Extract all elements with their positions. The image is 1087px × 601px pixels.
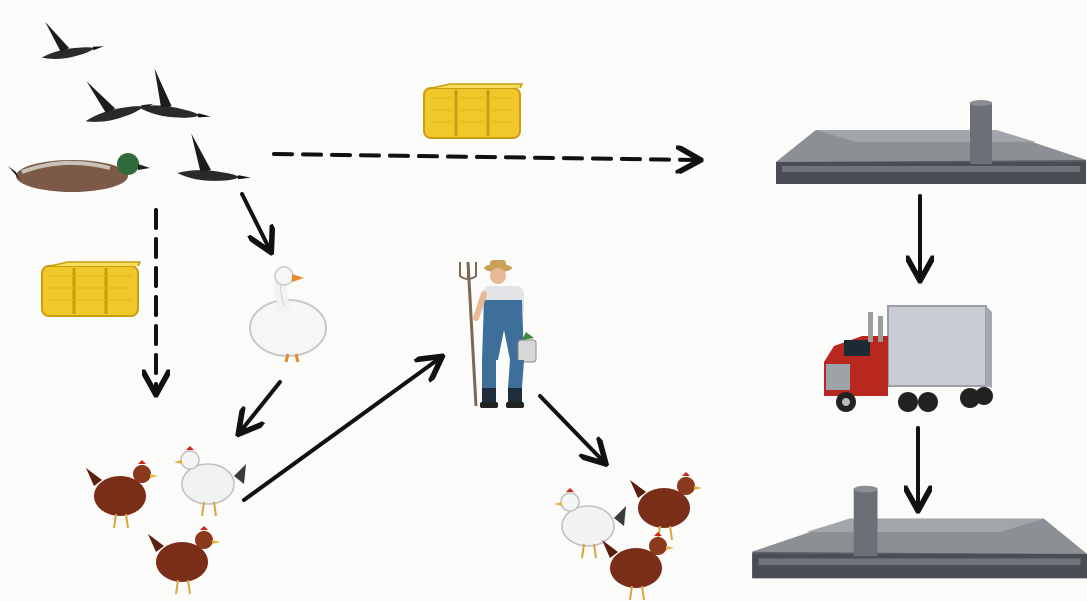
brown-hen-icon: [147, 525, 221, 595]
hay-bale-icon: [40, 260, 142, 318]
white-hen-icon: [173, 445, 247, 517]
white-goose-icon: [249, 266, 327, 363]
arrow-goose-to-backyard-chickens: [240, 380, 282, 432]
arrow-backyard-chickens-to-farmer: [242, 358, 440, 502]
white-hen-icon: [553, 487, 627, 559]
canada-goose-icon: [177, 133, 253, 183]
brown-hen-icon: [629, 471, 703, 541]
hay-bale-icon: [422, 82, 524, 140]
farmer-icon: [459, 260, 537, 408]
arrow-wild-birds-to-goose: [240, 192, 270, 250]
wild-birds-icon: [8, 11, 253, 192]
poultry-barn-icon: [776, 100, 1086, 184]
canada-goose-icon: [137, 67, 216, 122]
canada-goose-icon: [75, 65, 155, 128]
arrow-farmer-to-farm-chickens: [538, 394, 604, 462]
canada-goose-icon: [34, 11, 105, 64]
semi-truck-icon: [824, 305, 993, 412]
chicken-flock-icon: [553, 471, 703, 601]
chicken-flock-icon: [85, 445, 247, 595]
brown-hen-icon: [601, 531, 675, 601]
duck-icon: [8, 153, 150, 192]
arrow-wild-birds-to-poultry-house-top: [272, 154, 698, 160]
brown-hen-icon: [85, 459, 159, 529]
